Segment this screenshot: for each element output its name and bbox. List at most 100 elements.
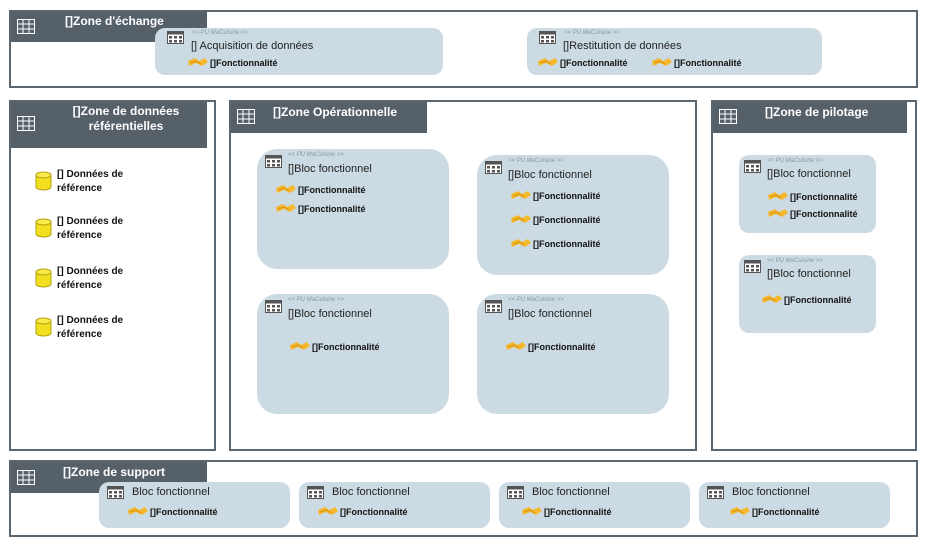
function-arrow-icon: [511, 191, 531, 199]
function-label: []Fonctionnalité: [752, 507, 820, 517]
component-icon: [307, 486, 324, 504]
function-label: []Fonctionnalité: [150, 507, 218, 517]
functional-block[interactable]: << PU MaCuisine >> []Bloc fonctionnel []…: [477, 155, 669, 275]
database-cylinder-icon: [35, 218, 52, 238]
function-label: []Fonctionnalité: [528, 342, 596, 352]
zone-title: []Zone de pilotage: [765, 105, 869, 119]
functional-block[interactable]: << PU MaCuisine >> []Bloc fonctionnel []…: [477, 294, 669, 414]
component-icon: [707, 486, 724, 504]
component-icon: [265, 155, 282, 173]
function-arrow-icon: [511, 215, 531, 223]
function-arrow-icon: [511, 239, 531, 247]
function-label: []Fonctionnalité: [790, 192, 858, 202]
zone-title: []Zone d'échange: [65, 14, 164, 28]
function-label: []Fonctionnalité: [533, 239, 601, 249]
function-arrow-icon: [538, 58, 558, 66]
functional-block[interactable]: << PU MaCuisine >> []Bloc fonctionnel []…: [257, 294, 449, 414]
functional-block[interactable]: << PU MaCuisine >> []Bloc fonctionnel []…: [257, 149, 449, 269]
zone-operational: []Zone Opérationnelle << PU MaCuisine >>…: [229, 100, 697, 451]
block-title: [] Acquisition de données: [191, 40, 314, 52]
functional-block[interactable]: Bloc fonctionnel []Fonctionnalité: [699, 482, 890, 528]
functional-block[interactable]: << PU MaCuisine >> []Bloc fonctionnel []…: [739, 155, 876, 233]
function-arrow-icon: [768, 209, 788, 217]
component-icon: [507, 486, 524, 504]
zone-support: []Zone de support Bloc fonctionnel []Fon…: [9, 460, 918, 537]
functional-block[interactable]: << PU MaCuisine >> []Bloc fonctionnel []…: [739, 255, 876, 333]
zone-reference-header: []Zone de données référentielles: [11, 102, 207, 148]
zone-exchange: []Zone d'échange << PU MaCuisine >> [] A…: [9, 10, 918, 88]
component-icon: [744, 260, 761, 278]
function-label: []Fonctionnalité: [340, 507, 408, 517]
block-acquisition[interactable]: << PU MaCuisine >> [] Acquisition de don…: [155, 28, 443, 75]
zone-title: []Zone Opérationnelle: [273, 105, 398, 119]
database-cylinder-icon: [35, 268, 52, 288]
function-label: []Fonctionnalité: [312, 342, 380, 352]
function-label: []Fonctionnalité: [533, 215, 601, 225]
function-arrow-icon: [768, 192, 788, 200]
component-icon: [485, 161, 502, 179]
function-arrow-icon: [652, 58, 672, 66]
grid-table-icon: [719, 109, 737, 128]
component-icon: [265, 300, 282, 318]
zone-exchange-header: []Zone d'échange: [11, 12, 207, 42]
component-icon: [107, 486, 124, 504]
component-icon: [485, 300, 502, 318]
component-icon: [167, 31, 184, 49]
stereotype-label: << PU MaCuisine >>: [192, 30, 248, 36]
stereotype-label: << PU MaCuisine >>: [767, 158, 823, 164]
block-title: []Bloc fonctionnel: [288, 163, 372, 175]
function-label: []Fonctionnalité: [790, 209, 858, 219]
stereotype-label: << PU MaCuisine >>: [288, 297, 344, 303]
stereotype-label: << PU MaCuisine >>: [508, 297, 564, 303]
function-arrow-icon: [522, 507, 542, 515]
function-label: []Fonctionnalité: [210, 58, 278, 68]
zone-pilotage: []Zone de pilotage << PU MaCuisine >> []…: [711, 100, 917, 451]
grid-table-icon: [17, 116, 35, 135]
functional-block[interactable]: Bloc fonctionnel []Fonctionnalité: [99, 482, 290, 528]
zone-operational-header: []Zone Opérationnelle: [231, 102, 427, 133]
grid-table-icon: [17, 470, 35, 489]
function-arrow-icon: [276, 185, 296, 193]
function-arrow-icon: [128, 507, 148, 515]
function-arrow-icon: [276, 204, 296, 212]
function-label: []Fonctionnalité: [784, 295, 852, 305]
function-arrow-icon: [730, 507, 750, 515]
zone-reference: []Zone de données référentielles [] Donn…: [9, 100, 216, 451]
block-restitution[interactable]: << PU MaCuisine >> []Restitution de donn…: [527, 28, 822, 75]
function-arrow-icon: [188, 58, 208, 66]
block-title: []Bloc fonctionnel: [508, 169, 592, 181]
function-arrow-icon: [506, 342, 526, 350]
grid-table-icon: [17, 19, 35, 38]
block-title: Bloc fonctionnel: [732, 486, 810, 498]
zone-title: []Zone de support: [63, 465, 165, 479]
function-arrow-icon: [762, 295, 782, 303]
stereotype-label: << PU MaCuisine >>: [508, 158, 564, 164]
zone-title: []Zone de données référentielles: [72, 104, 180, 133]
stereotype-label: << PU MaCuisine >>: [288, 152, 344, 158]
database-cylinder-icon: [35, 317, 52, 337]
functional-block[interactable]: Bloc fonctionnel []Fonctionnalité: [499, 482, 690, 528]
block-title: Bloc fonctionnel: [332, 486, 410, 498]
zone-pilotage-header: []Zone de pilotage: [713, 102, 907, 133]
block-title: []Bloc fonctionnel: [767, 268, 851, 280]
function-label: []Fonctionnalité: [533, 191, 601, 201]
stereotype-label: << PU MaCuisine >>: [767, 258, 823, 264]
function-arrow-icon: [290, 342, 310, 350]
block-title: []Bloc fonctionnel: [508, 308, 592, 320]
grid-table-icon: [237, 109, 255, 128]
database-cylinder-icon: [35, 171, 52, 191]
function-arrow-icon: [318, 507, 338, 515]
functional-block[interactable]: Bloc fonctionnel []Fonctionnalité: [299, 482, 490, 528]
block-title: []Restitution de données: [563, 40, 682, 52]
stereotype-label: << PU MaCuisine >>: [564, 30, 620, 36]
function-label: []Fonctionnalité: [544, 507, 612, 517]
block-title: Bloc fonctionnel: [532, 486, 610, 498]
block-title: []Bloc fonctionnel: [288, 308, 372, 320]
block-title: Bloc fonctionnel: [132, 486, 210, 498]
component-icon: [744, 160, 761, 178]
function-label: []Fonctionnalité: [298, 185, 366, 195]
